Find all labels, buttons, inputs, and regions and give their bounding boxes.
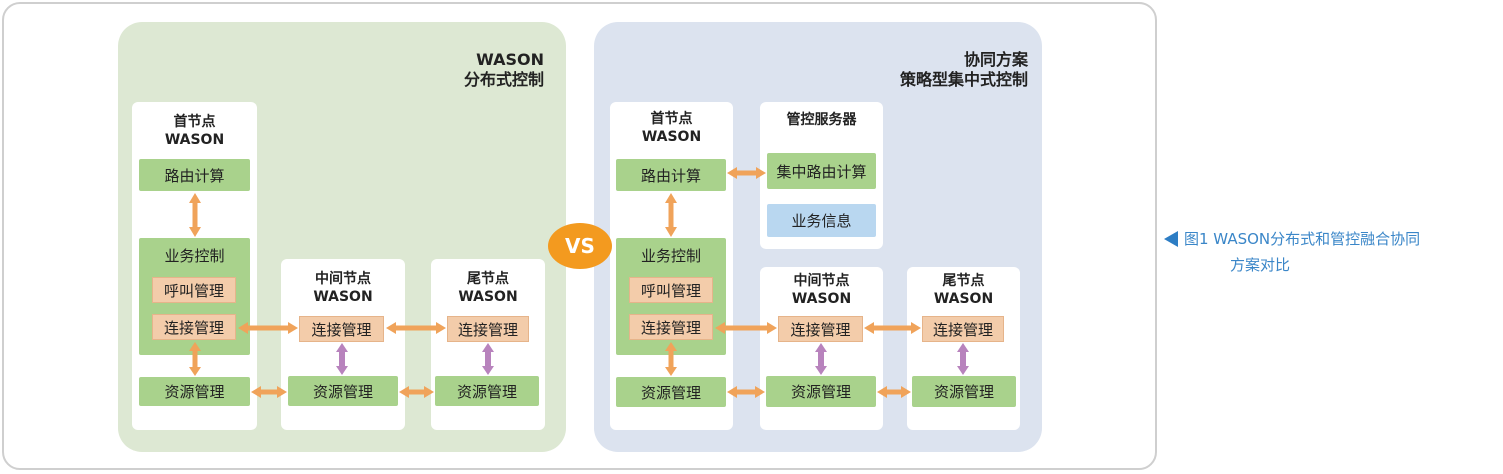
left-tail-node-title: 尾节点 WASON bbox=[431, 270, 545, 306]
left-mid-conn-mgmt-box: 连接管理 bbox=[299, 316, 384, 342]
control-server-title: 管控服务器 bbox=[786, 112, 857, 128]
arrow-right-mid-tail-conn bbox=[864, 322, 921, 334]
left-panel-title-line2: 分布式控制 bbox=[463, 70, 544, 89]
left-head-node-title: 首节点 WASON bbox=[132, 113, 257, 149]
caption-line2: 方案对比 bbox=[1230, 256, 1291, 274]
arrow-right-head-mid-resource bbox=[727, 386, 765, 398]
arrow-left-mid-conn-resource bbox=[336, 343, 348, 375]
left-mid-node-title-line1: 中间节点 bbox=[315, 271, 371, 287]
right-mid-conn-mgmt-box: 连接管理 bbox=[778, 316, 863, 342]
left-tail-node-title-line1: 尾节点 bbox=[467, 271, 509, 287]
left-tail-resource-box: 资源管理 bbox=[435, 376, 539, 406]
left-head-node-title-line1: 首节点 bbox=[173, 114, 216, 130]
arrow-left-head-mid-conn bbox=[238, 322, 298, 334]
left-mid-resource-box: 资源管理 bbox=[288, 376, 398, 406]
right-call-mgmt-box: 呼叫管理 bbox=[629, 277, 713, 303]
arrow-right-head-conn-resource bbox=[665, 342, 677, 376]
left-tail-conn-mgmt-box: 连接管理 bbox=[447, 316, 529, 342]
arrow-right-mid-conn-resource bbox=[815, 343, 827, 375]
right-panel-title: 协同方案 策略型集中式控制 bbox=[790, 50, 1028, 90]
arrow-right-mid-tail-resource bbox=[877, 386, 911, 398]
left-mid-node-title: 中间节点 WASON bbox=[281, 270, 405, 306]
right-tail-conn-mgmt-box: 连接管理 bbox=[922, 316, 1004, 342]
caption-line1: 图1 WASON分布式和管控融合协同 bbox=[1184, 230, 1421, 248]
right-head-node-title-line1: 首节点 bbox=[650, 111, 693, 127]
vs-badge: VS bbox=[548, 223, 612, 269]
right-head-conn-mgmt-box: 连接管理 bbox=[629, 314, 713, 340]
arrow-left-head-conn-resource bbox=[189, 342, 201, 376]
right-mid-node-title-line2: WASON bbox=[791, 291, 852, 307]
right-head-node-title: 首节点 WASON bbox=[610, 110, 733, 146]
right-service-control-label: 业务控制 bbox=[640, 247, 701, 265]
left-route-calc-box: 路由计算 bbox=[139, 159, 250, 191]
arrow-right-tail-conn-resource bbox=[957, 343, 969, 375]
right-mid-node-title: 中间节点 WASON bbox=[760, 272, 883, 308]
arrow-left-head-mid-resource bbox=[251, 386, 287, 398]
left-service-control-label: 业务控制 bbox=[164, 247, 225, 265]
left-mid-node-title-line2: WASON bbox=[313, 289, 373, 305]
right-panel-title-line2: 策略型集中式控制 bbox=[899, 70, 1028, 89]
arrow-left-route-service bbox=[189, 193, 201, 237]
left-head-node-title-line2: WASON bbox=[164, 132, 225, 148]
central-route-calc-box: 集中路由计算 bbox=[767, 153, 876, 189]
right-mid-resource-box: 资源管理 bbox=[766, 376, 876, 407]
left-call-mgmt-box: 呼叫管理 bbox=[152, 277, 236, 303]
left-head-conn-mgmt-box: 连接管理 bbox=[152, 314, 236, 340]
figure-caption: 图1 WASON分布式和管控融合协同 方案对比 bbox=[1164, 226, 1500, 278]
arrow-right-route-service bbox=[665, 193, 677, 237]
right-head-node-title-line2: WASON bbox=[641, 129, 702, 145]
right-tail-node-title-line2: WASON bbox=[933, 291, 994, 307]
arrow-right-route-central bbox=[727, 167, 766, 179]
right-tail-node-title: 尾节点 WASON bbox=[907, 272, 1020, 308]
right-panel-title-line1: 协同方案 bbox=[963, 50, 1028, 69]
arrow-right-head-mid-conn bbox=[715, 322, 777, 334]
caption-pointer-icon bbox=[1164, 231, 1178, 247]
right-tail-node-title-line1: 尾节点 bbox=[942, 273, 985, 289]
left-panel-title: WASON 分布式控制 bbox=[330, 50, 544, 90]
left-tail-node-title-line2: WASON bbox=[458, 289, 518, 305]
left-head-resource-box: 资源管理 bbox=[139, 377, 250, 406]
right-mid-node-title-line1: 中间节点 bbox=[793, 273, 850, 289]
arrow-left-tail-conn-resource bbox=[482, 343, 494, 375]
arrow-left-mid-tail-conn bbox=[386, 322, 446, 334]
left-panel-title-line1: WASON bbox=[476, 50, 544, 69]
service-info-box: 业务信息 bbox=[767, 204, 876, 237]
right-tail-resource-box: 资源管理 bbox=[912, 376, 1016, 407]
arrow-left-mid-tail-resource bbox=[399, 386, 434, 398]
right-route-calc-box: 路由计算 bbox=[616, 159, 726, 191]
right-head-resource-box: 资源管理 bbox=[616, 377, 726, 407]
